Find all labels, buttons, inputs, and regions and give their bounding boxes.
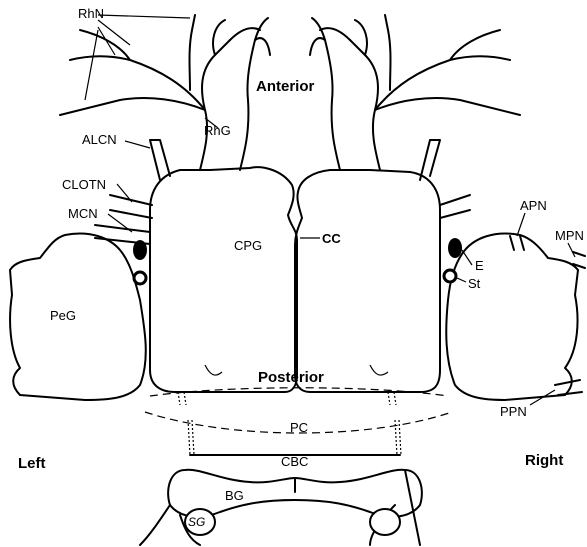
label-anterior: Anterior <box>256 78 315 95</box>
label-left: Left <box>18 455 46 472</box>
st-leader <box>457 278 466 282</box>
left-eye <box>133 240 147 260</box>
cbc-right <box>395 420 401 455</box>
apn-nerve <box>510 236 524 250</box>
mpn-leader <box>568 243 575 257</box>
e-leader <box>462 250 472 265</box>
cbc-left <box>188 420 194 455</box>
label-ppn: PPN <box>500 404 527 419</box>
label-mcn: MCN <box>68 206 98 221</box>
label-mpn: MPN <box>555 228 584 243</box>
right-statocyst <box>444 270 456 282</box>
left-pedal-ganglion <box>10 233 146 400</box>
salivary-ganglion-right <box>370 509 400 535</box>
right-cerebropleural-ganglion <box>295 170 440 392</box>
label-cbc: CBC <box>281 454 308 469</box>
groove-notch-right <box>370 365 388 375</box>
label-cc: CC <box>322 231 341 246</box>
groove-notch-left <box>205 365 222 375</box>
right-rhinophore-ganglion <box>325 40 380 170</box>
right-nerve-mid <box>440 195 470 218</box>
label-rhg: RhG <box>204 123 231 138</box>
label-right: Right <box>525 452 563 469</box>
label-sg: SG <box>188 515 205 529</box>
label-peg: PeG <box>50 308 76 323</box>
label-st: St <box>468 276 481 291</box>
ppn-nerve <box>555 380 582 395</box>
label-e: E <box>475 258 484 273</box>
label-apn: APN <box>520 198 547 213</box>
mcn-leader <box>108 214 132 232</box>
label-clotn: CLOTN <box>62 177 106 192</box>
right-eye <box>448 238 462 258</box>
rhn-leader <box>85 15 190 100</box>
mpn-nerve <box>573 252 585 268</box>
alcn-leader <box>125 141 150 148</box>
label-alcn: ALCN <box>82 132 117 147</box>
clotn-nerve <box>110 195 152 218</box>
left-rhinophore-ganglion <box>200 40 255 170</box>
label-pc: PC <box>290 420 308 435</box>
label-bg: BG <box>225 488 244 503</box>
pc-dots-right <box>388 392 396 405</box>
left-statocyst <box>134 272 146 284</box>
right-nerve-upper <box>420 140 440 180</box>
left-cerebropleural-ganglion <box>150 167 297 392</box>
right-rhinophore-nerves <box>310 15 520 115</box>
apn-leader <box>517 213 525 236</box>
alcn-nerve <box>150 140 170 180</box>
pc-dots-left <box>178 392 186 405</box>
right-pedal-ganglion <box>446 233 578 400</box>
label-rhn: RhN <box>78 6 104 21</box>
label-cpg: CPG <box>234 238 262 253</box>
label-posterior: Posterior <box>258 369 324 386</box>
